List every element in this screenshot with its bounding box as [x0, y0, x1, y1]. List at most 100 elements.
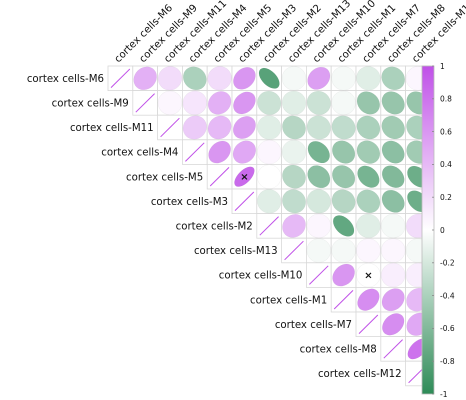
correlation-ellipse [207, 115, 232, 140]
correlation-ellipse [356, 140, 381, 164]
correlation-ellipse [306, 238, 331, 263]
correlation-ellipse [381, 262, 406, 288]
cell-4-7 [281, 163, 307, 190]
cell-0-6 [256, 65, 282, 92]
correlation-ellipse [306, 115, 331, 140]
cell-1-1 [132, 90, 159, 116]
cell-5-9 [330, 188, 357, 215]
cell-1-8 [305, 90, 332, 116]
cell-5-7 [281, 188, 307, 215]
cell-2-11 [380, 114, 406, 141]
cell-3-8 [305, 139, 332, 165]
insignificant-mark: × [240, 172, 248, 183]
cell-8-9 [330, 262, 357, 288]
correlation-ellipse [382, 313, 405, 336]
correlation-ellipse [207, 91, 232, 115]
cell-4-11 [380, 163, 406, 190]
correlation-ellipse [331, 140, 356, 164]
cell-1-2 [157, 90, 183, 116]
cell-7-11 [380, 237, 406, 264]
colorbar-tick-label: 0.2 [440, 193, 452, 202]
cell-4-4 [206, 163, 233, 190]
cell-4-9 [330, 163, 357, 190]
row-label: cortex cells-M12 [318, 369, 402, 380]
cell-6-8 [305, 213, 332, 239]
correlation-ellipse [233, 66, 256, 90]
cell-3-9 [330, 139, 357, 165]
colorbar-tick-label: -0.4 [440, 291, 455, 300]
correlation-ellipse [331, 115, 356, 140]
correlation-ellipse [281, 66, 307, 91]
cell-8-10 [355, 262, 382, 288]
cell-3-10 [355, 139, 382, 165]
correlation-ellipse [357, 165, 380, 188]
row-label: cortex cells-M1 [250, 295, 327, 306]
row-label: cortex cells-M6 [27, 74, 104, 85]
cell-9-10 [355, 286, 382, 313]
diagonal-mark [284, 240, 304, 261]
correlation-ellipse [307, 140, 330, 164]
cell-11-11 [380, 336, 406, 362]
correlation-ellipse [356, 115, 381, 140]
correlation-ellipse [381, 115, 405, 140]
cell-5-11 [380, 188, 406, 215]
cell-10-10 [355, 311, 382, 338]
colorbar-tick-label: -1 [440, 390, 448, 399]
cell-0-1 [132, 65, 159, 92]
colorbar-tick-label: 0 [440, 226, 445, 235]
row-label: cortex cells-M8 [300, 345, 377, 356]
correlation-ellipse [257, 139, 282, 165]
cell-10-11 [380, 311, 406, 338]
cell-4-10 [355, 163, 382, 190]
correlation-ellipse [234, 166, 255, 187]
correlation-ellipse [306, 90, 331, 115]
diagonal-mark [135, 93, 155, 113]
cell-1-3 [181, 90, 208, 116]
correlation-ellipse [331, 66, 356, 91]
correlation-ellipse [281, 90, 307, 116]
cell-8-11 [380, 262, 406, 288]
diagonal-mark [185, 142, 205, 162]
cell-1-4 [206, 90, 233, 116]
cell-0-8 [305, 65, 332, 92]
diagonal-mark [358, 314, 379, 334]
cell-3-7 [281, 139, 307, 165]
cell-4-6 [256, 163, 282, 190]
correlation-ellipse [381, 140, 405, 164]
correlation-ellipse [133, 66, 157, 91]
colorbar-tick-label: -0.2 [440, 259, 455, 268]
correlation-ellipse [257, 164, 282, 189]
diagonal-mark [160, 117, 180, 138]
correlation-ellipse [307, 66, 331, 90]
colorbar-tick-label: -0.6 [440, 324, 455, 333]
cell-2-3 [181, 114, 208, 141]
cell-6-6 [256, 213, 282, 239]
correlation-ellipse [356, 66, 381, 91]
cell-6-11 [380, 213, 406, 239]
insignificant-mark: × [364, 271, 372, 282]
cell-6-7 [281, 213, 307, 239]
correlation-ellipse [381, 238, 406, 263]
correlation-ellipse [157, 90, 183, 116]
cell-0-10 [355, 65, 382, 92]
correlation-ellipse [233, 91, 256, 115]
diagonal-mark [110, 68, 131, 88]
row-label: cortex cells-M7 [275, 320, 352, 331]
correlation-ellipse [306, 189, 331, 214]
cells-layer: ×× [107, 65, 431, 387]
row-label: cortex cells-M3 [151, 197, 228, 208]
correlation-ellipse [182, 115, 207, 140]
colorbar-tick-label: 0.4 [440, 160, 452, 169]
cell-1-5 [231, 90, 258, 116]
cell-5-8 [305, 188, 332, 215]
row-label: cortex cells-M11 [70, 123, 154, 134]
correlation-ellipse [356, 213, 381, 239]
cell-2-5 [231, 114, 258, 141]
row-label: cortex cells-M13 [194, 246, 278, 257]
cell-2-9 [330, 114, 357, 141]
row-label: cortex cells-M2 [176, 222, 253, 233]
correlation-ellipse [381, 165, 405, 189]
correlation-ellipse [182, 66, 207, 91]
